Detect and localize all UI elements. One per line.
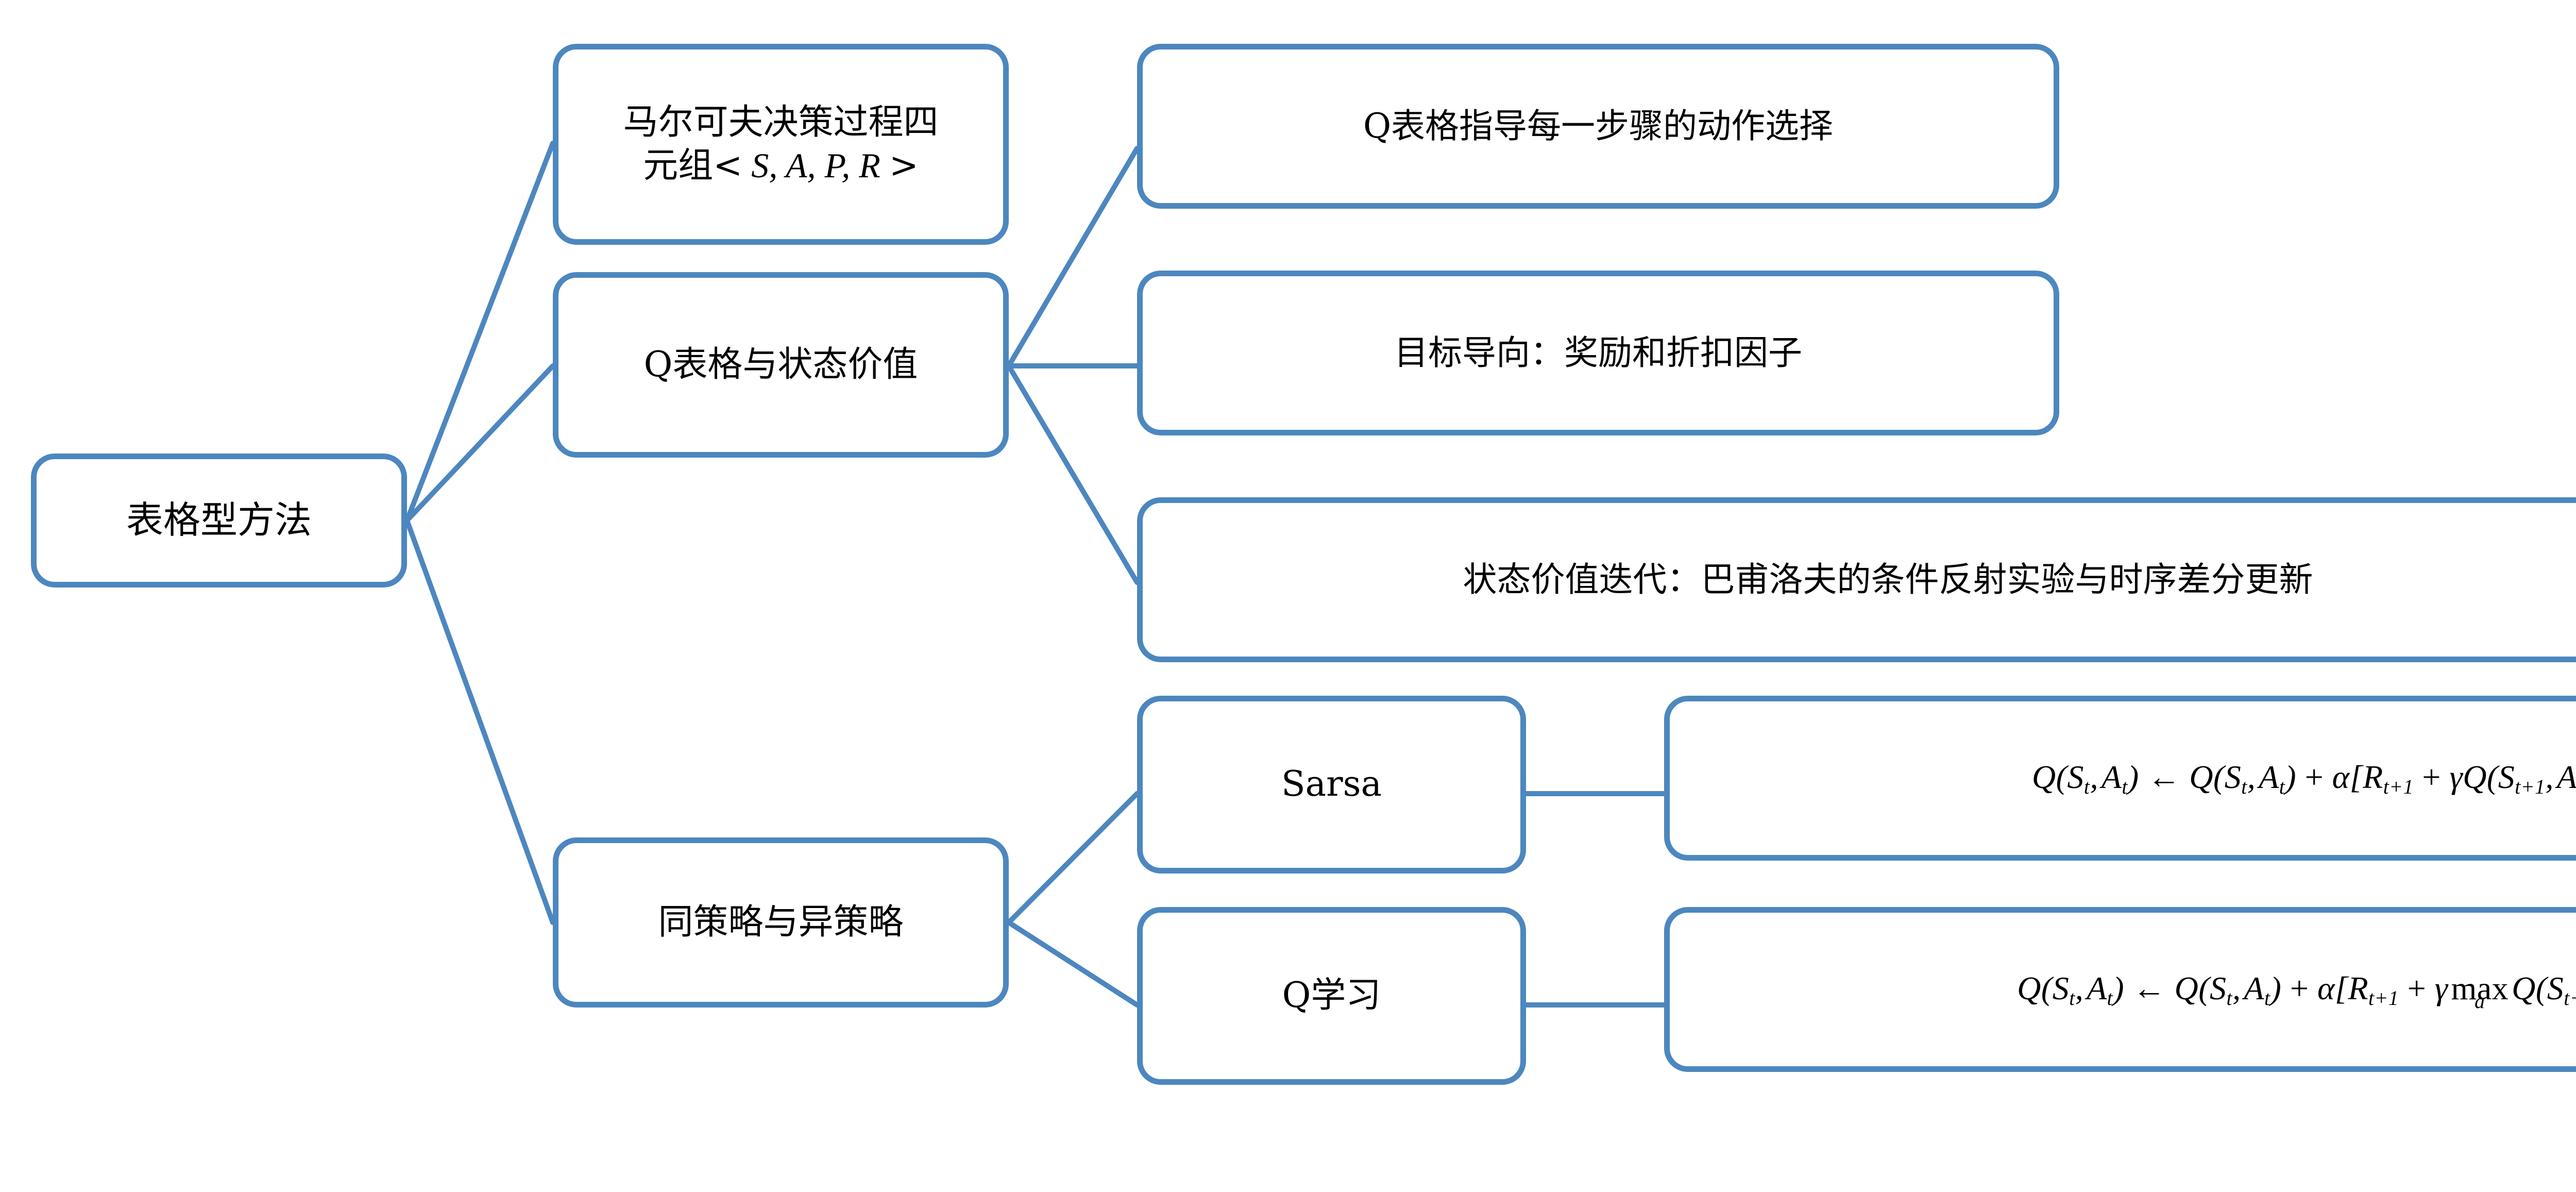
node-qlearning-label: Q学习 [1282,975,1381,1016]
connector-onoff-to-sarsa [1006,791,1140,925]
node-root-label: 表格型方法 [126,498,312,542]
node-root[interactable]: 表格型方法 [31,454,407,587]
node-qtable-label: Q表格与状态价值 [643,344,918,385]
connector-root-to-mdp [404,141,555,523]
node-qtable[interactable]: Q表格与状态价值 [553,272,1009,458]
node-mdp-label-tuple: S, A, P, R [742,145,889,185]
connector-qtable-to-action [1006,146,1140,368]
node-onoff-policy[interactable]: 同策略与异策略 [553,837,1009,1008]
node-mdp-label-line2-prefix: 元组< [643,145,743,186]
node-mdp-label-line2-suffix: > [889,145,919,186]
node-value-iteration[interactable]: 状态价值迭代：巴甫洛夫的条件反射实验与时序差分更新 [1137,497,2576,662]
node-sarsa-formula[interactable]: Q(St, At) ← Q(St, At) + α[Rt+1 + γQ(St+1… [1664,696,2576,861]
node-goal-reward[interactable]: 目标导向：奖励和折扣因子 [1137,271,2059,435]
node-mdp-label: 马尔可夫决策过程四 元组< S, A, P, R > [558,102,1003,188]
sarsa-formula-expression: Q(St, At) ← Q(St, At) + α[Rt+1 + γQ(St+1… [2031,758,2576,798]
node-sarsa-label: Sarsa [1281,764,1382,805]
node-mdp[interactable]: 马尔可夫决策过程四 元组< S, A, P, R > [553,44,1009,245]
node-onoff-policy-label: 同策略与异策略 [658,901,904,943]
node-mdp-label-line1: 马尔可夫决策过程四 [623,102,939,143]
node-goal-reward-label: 目标导向：奖励和折扣因子 [1394,332,1802,373]
connector-qtable-to-valueiter [1006,363,1140,585]
connector-onoff-to-qlearning [1006,920,1140,1008]
connector-root-to-onoff [404,518,555,925]
node-value-iteration-label: 状态价值迭代：巴甫洛夫的条件反射实验与时序差分更新 [1463,559,2313,599]
node-qlearning[interactable]: Q学习 [1137,907,1526,1085]
connector-root-to-qtable [404,363,555,523]
node-sarsa[interactable]: Sarsa [1137,696,1526,874]
node-qtable-action-label: Q表格指导每一步骤的动作选择 [1363,106,1834,146]
node-qtable-action[interactable]: Q表格指导每一步骤的动作选择 [1137,44,2059,209]
